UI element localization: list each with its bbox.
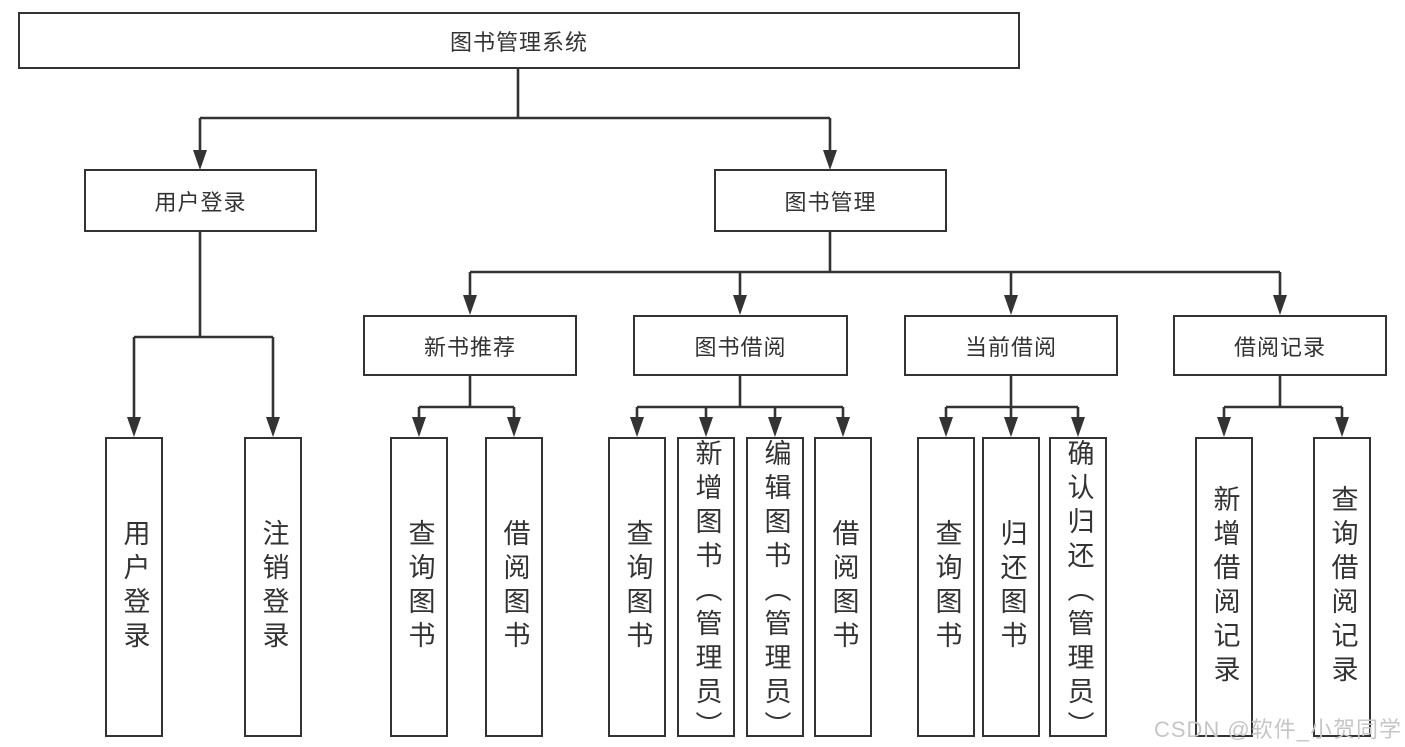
node-user-login: 用户登录 (84, 169, 317, 232)
node-user-login-label: 用户登录 (154, 189, 247, 215)
leaf-label: 借阅图书 (499, 519, 530, 655)
leaf-label: 借阅图书 (828, 519, 859, 655)
leaf-label: 归还图书 (996, 519, 1027, 655)
leaf-current-return: 归还图书 (982, 437, 1040, 737)
node-book-mgmt: 图书管理 (714, 169, 947, 232)
leaf-newbooks-borrow: 借阅图书 (485, 437, 543, 737)
leaf-label: 编辑图书（管理员） (760, 439, 791, 745)
connector-root-to-level2 (193, 69, 837, 170)
node-borrowing: 图书借阅 (633, 315, 848, 376)
node-borrow-records: 借阅记录 (1173, 315, 1387, 376)
leaf-label: 查询图书 (931, 519, 962, 655)
leaf-label: 查询图书 (622, 519, 653, 655)
leaf-user-login: 用户登录 (105, 437, 163, 737)
leaf-current-query: 查询图书 (917, 437, 975, 737)
node-current-borrow: 当前借阅 (904, 315, 1118, 376)
leaf-borrowing-query: 查询图书 (608, 437, 666, 737)
connector-records-to-leaves (1217, 376, 1349, 437)
leaf-current-confirm-admin: 确认归还（管理员） (1049, 437, 1107, 745)
leaf-borrowing-add-admin: 新增图书（管理员） (677, 437, 735, 745)
node-book-mgmt-label: 图书管理 (784, 189, 877, 215)
node-borrow-records-label: 借阅记录 (1233, 334, 1326, 360)
leaf-records-add: 新增借阅记录 (1195, 437, 1253, 737)
leaf-label: 确认归还（管理员） (1063, 439, 1094, 745)
connector-borrowing-to-leaves (630, 376, 850, 437)
leaf-label: 注销登录 (258, 519, 289, 655)
connector-new-books-to-leaves (412, 376, 521, 437)
leaf-borrowing-borrow: 借阅图书 (814, 437, 872, 737)
leaf-records-query: 查询借阅记录 (1313, 437, 1371, 737)
leaf-logout: 注销登录 (244, 437, 302, 737)
leaf-label: 查询借阅记录 (1327, 485, 1358, 689)
connector-user-login-to-leaves (127, 232, 280, 437)
csdn-watermark: CSDN @软件_小贺同学 (1153, 717, 1402, 742)
leaf-label: 查询图书 (404, 519, 435, 655)
leaf-newbooks-query: 查询图书 (390, 437, 448, 737)
node-root: 图书管理系统 (18, 12, 1020, 69)
connector-book-mgmt-to-level3 (463, 232, 1287, 315)
leaf-borrowing-edit-admin: 编辑图书（管理员） (746, 437, 804, 745)
leaf-label: 用户登录 (119, 519, 150, 655)
connector-current-to-leaves (939, 376, 1085, 437)
node-current-borrow-label: 当前借阅 (964, 334, 1057, 360)
leaf-label: 新增图书（管理员） (691, 439, 722, 745)
node-new-books: 新书推荐 (363, 315, 577, 376)
node-borrowing-label: 图书借阅 (694, 334, 787, 360)
leaf-label: 新增借阅记录 (1209, 485, 1240, 689)
node-new-books-label: 新书推荐 (423, 334, 516, 360)
node-root-label: 图书管理系统 (449, 29, 588, 55)
